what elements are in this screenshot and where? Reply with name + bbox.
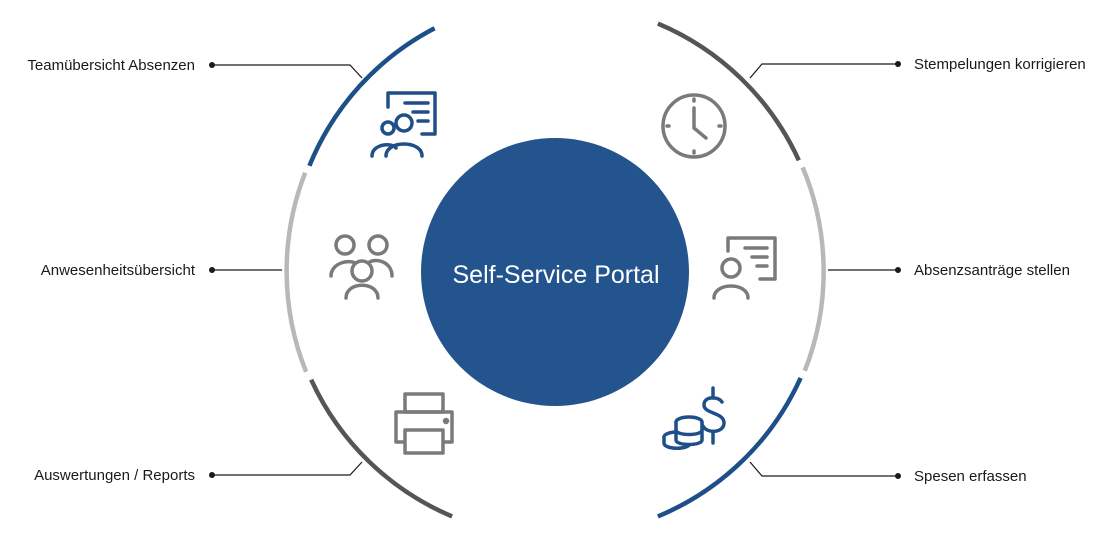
label-stempelungen: Stempelungen korrigieren xyxy=(914,56,1086,73)
label-absenzsantraege: Absenzsanträge stellen xyxy=(914,262,1070,279)
label-anwesenheit: Anwesenheitsübersicht xyxy=(41,262,196,279)
clock-icon xyxy=(661,93,727,159)
right-arc-middle xyxy=(800,166,826,372)
printer-icon xyxy=(394,392,454,455)
person-document-icon xyxy=(712,236,777,300)
connector-absenzsantraege xyxy=(828,267,901,273)
right-arc-top xyxy=(657,21,801,162)
team-overview-icon xyxy=(370,91,437,158)
center-circle xyxy=(421,138,689,406)
label-teamubersicht: Teamübersicht Absenzen xyxy=(27,57,195,74)
group-people-icon xyxy=(329,234,394,300)
connector-stempelungen xyxy=(749,61,901,79)
left-arc-top xyxy=(307,26,436,167)
connector-anwesenheit xyxy=(209,267,282,273)
connector-auswertungen xyxy=(209,461,363,478)
connector-teamubersicht xyxy=(209,62,363,79)
center-title: Self-Service Portal xyxy=(452,261,659,289)
label-auswertungen: Auswertungen / Reports xyxy=(34,467,195,484)
coins-dollar-icon xyxy=(662,386,726,450)
connector-spesen xyxy=(749,461,901,479)
label-spesen: Spesen erfassen xyxy=(914,468,1027,485)
left-arc-middle xyxy=(284,171,309,373)
left-arc-bottom xyxy=(309,378,453,519)
right-arc-bottom xyxy=(657,376,803,519)
